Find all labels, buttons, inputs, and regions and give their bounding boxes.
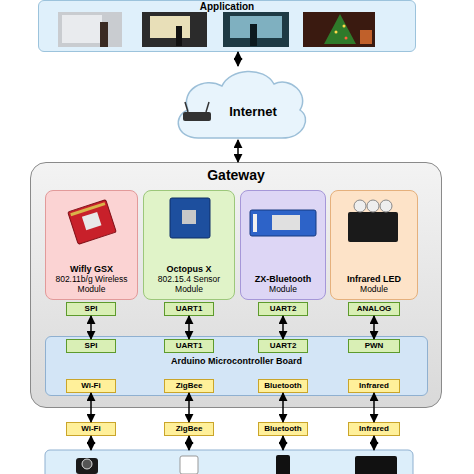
module-box: Octopus X802.15.4 Sensor Module <box>143 190 235 300</box>
link-arrow <box>237 140 239 162</box>
protocol-box: Wi-Fi <box>66 422 116 436</box>
protocol-name: Infrared <box>359 381 389 391</box>
device-link <box>282 436 284 450</box>
module-label: Module <box>336 284 412 294</box>
interface-box: SPI <box>66 339 116 353</box>
link-arrow <box>237 52 239 66</box>
module-label: ZX-Bluetooth <box>246 274 320 284</box>
module-label: Infrared LED <box>336 274 412 284</box>
band-title: Application <box>39 1 415 12</box>
pin-name: UART2 <box>270 304 297 314</box>
protocol-name: ZigBee <box>176 381 203 391</box>
device-link <box>188 436 190 450</box>
gateway-title: Gateway <box>31 167 441 183</box>
devices-band <box>45 450 413 474</box>
protocol-box: Infrared <box>348 422 400 436</box>
protocol-box: ZigBee <box>164 422 214 436</box>
protocol-name: Infrared <box>359 424 389 434</box>
protocol-box: Bluetooth <box>258 379 308 393</box>
interface-box: UART2 <box>258 302 308 316</box>
pin-name: PWN <box>365 341 384 351</box>
interface-box: SPI <box>66 302 116 316</box>
gateway-box: GatewayWifly GSX802.11b/g Wireless Modul… <box>30 162 442 408</box>
protocol-name: Bluetooth <box>264 424 301 434</box>
protocol-box: Wi-Fi <box>66 379 116 393</box>
module-box: Wifly GSX802.11b/g Wireless Module <box>45 190 138 300</box>
pin-name: UART2 <box>270 341 297 351</box>
cloud-label: Internet <box>198 104 308 119</box>
pin-name: ANALOG <box>357 304 392 314</box>
module-box: Infrared LEDModule <box>330 190 418 300</box>
device-link <box>373 436 375 450</box>
module-label: Module <box>246 284 320 294</box>
module-label: Wifly GSX <box>51 264 132 274</box>
protocol-box: Bluetooth <box>258 422 308 436</box>
plug-icon <box>180 456 198 474</box>
module-label: 802.11b/g Wireless Module <box>51 274 132 294</box>
protocol-box: Infrared <box>348 379 400 393</box>
interface-box: UART1 <box>164 339 214 353</box>
camera-lens <box>82 459 92 469</box>
module-label: 802.15.4 Sensor Module <box>149 274 229 294</box>
device-link <box>90 436 92 450</box>
protocol-name: Wi-Fi <box>81 381 100 391</box>
protocol-name: Bluetooth <box>264 381 301 391</box>
interface-box: PWN <box>348 339 400 353</box>
module-label: Octopus X <box>149 264 229 274</box>
protocol-name: Wi-Fi <box>81 424 100 434</box>
interface-box: ANALOG <box>348 302 400 316</box>
tablet-icon <box>355 456 397 474</box>
interface-box: UART1 <box>164 302 214 316</box>
pin-name: UART1 <box>176 341 203 351</box>
cloud-shape <box>168 66 308 140</box>
protocol-box: ZigBee <box>164 379 214 393</box>
interface-box: UART2 <box>258 339 308 353</box>
board-label: Arduino Microcontroller Board <box>46 356 427 367</box>
module-box: ZX-BluetoothModule <box>240 190 326 300</box>
camera-icon <box>76 458 98 474</box>
pin-name: SPI <box>85 304 98 314</box>
board-band: Arduino Microcontroller Board SPI UART1 UAR… <box>45 336 428 396</box>
phone-icon <box>276 455 290 474</box>
application-band: Application <box>38 0 416 52</box>
pin-name: UART1 <box>176 304 203 314</box>
pin-name: SPI <box>85 341 98 351</box>
internet-cloud: Internet <box>168 66 308 140</box>
protocol-name: ZigBee <box>176 424 203 434</box>
